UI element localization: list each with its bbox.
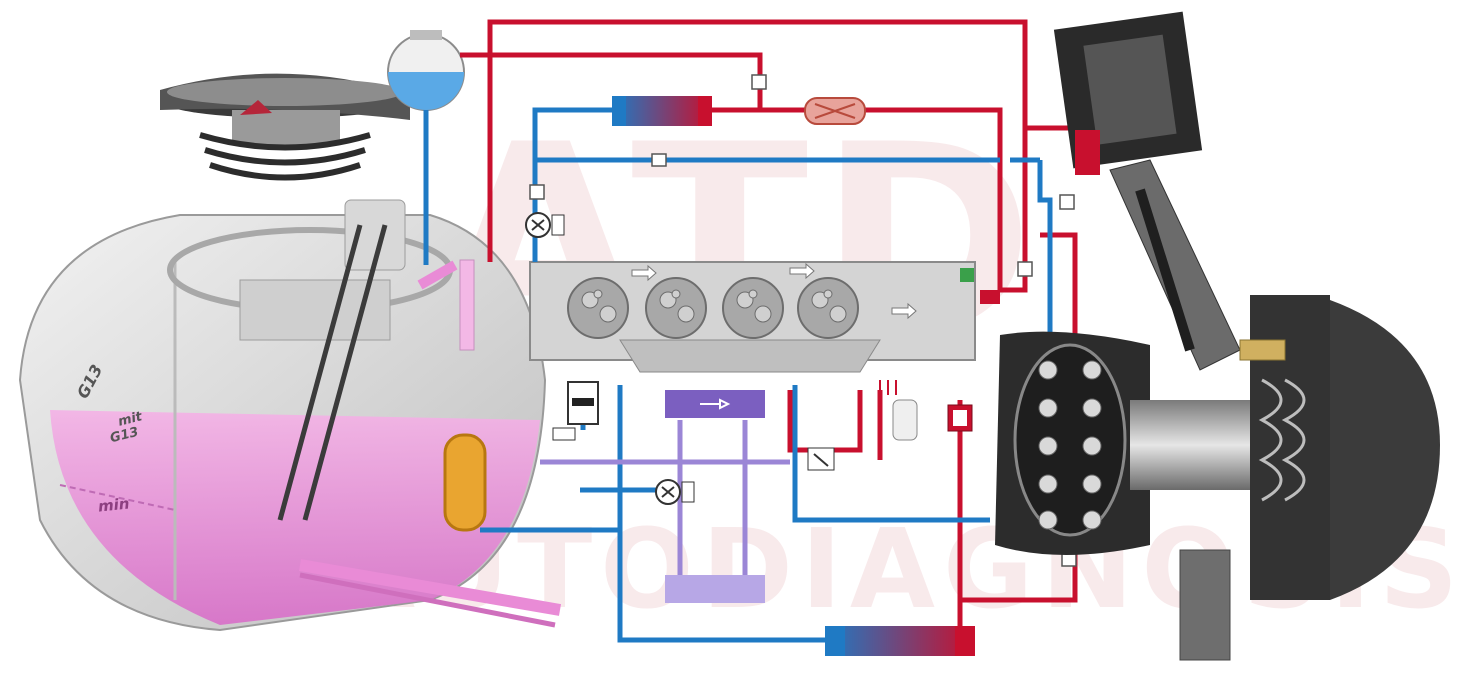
small-valves bbox=[529, 74, 1077, 567]
heat-exchanger-top bbox=[612, 96, 712, 126]
water-pump bbox=[995, 11, 1440, 661]
heat-exchanger-bottom bbox=[825, 626, 975, 656]
temperature-sensor bbox=[807, 447, 835, 471]
purple-pipes bbox=[540, 420, 790, 590]
cylinder-valve bbox=[552, 381, 599, 441]
radiator-cap bbox=[160, 73, 410, 181]
tank-min-label: min bbox=[97, 494, 131, 516]
expansion-bellow bbox=[879, 380, 918, 441]
cold-pipes bbox=[480, 107, 1053, 643]
oil-cooler-purple bbox=[665, 390, 765, 603]
expansion-tank bbox=[18, 199, 562, 632]
egr-cooler bbox=[804, 97, 866, 125]
engine-block bbox=[529, 261, 1000, 373]
thermostat-valve bbox=[947, 404, 973, 432]
electric-pump-bottom bbox=[655, 479, 695, 505]
reservoir-bulb bbox=[387, 30, 465, 265]
electric-pump-top bbox=[525, 212, 565, 238]
